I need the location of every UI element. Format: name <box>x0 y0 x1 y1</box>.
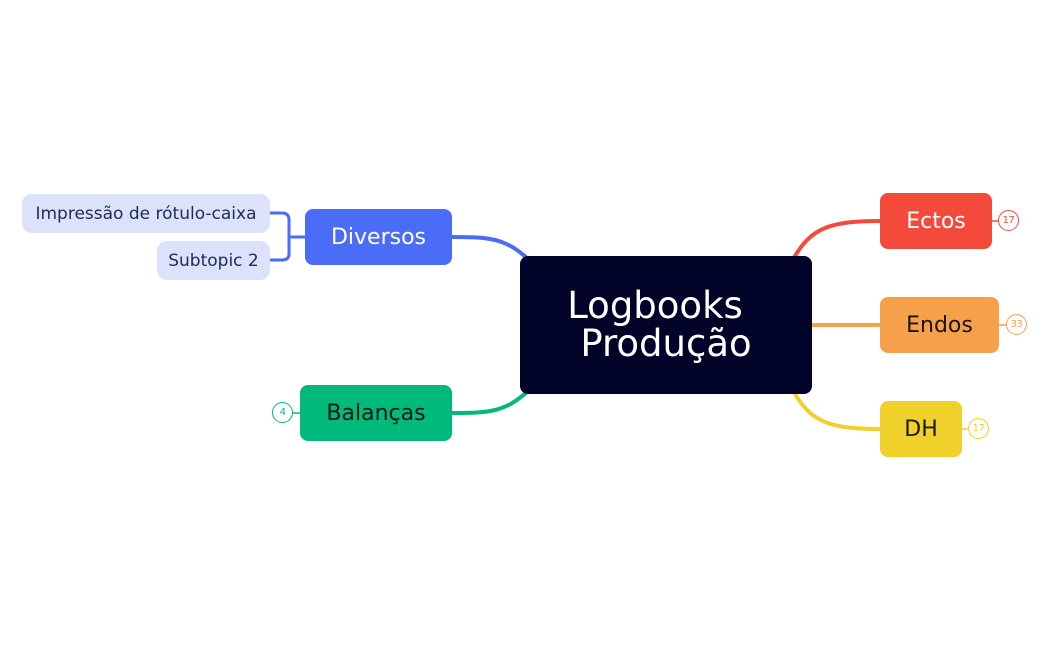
connector-dh <box>793 392 882 431</box>
collapsed-count-badge-endos[interactable]: 33 <box>1006 314 1027 335</box>
topic-balancas[interactable]: Balanças <box>300 385 452 441</box>
central-topic-line1: Logbooks <box>567 284 743 327</box>
collapsed-count-badge-balancas[interactable]: 4 <box>272 402 293 423</box>
topic-ectos[interactable]: Ectos <box>880 193 992 249</box>
connector-balancas <box>450 389 530 415</box>
collapsed-count-badge-ectos[interactable]: 17 <box>998 210 1019 231</box>
subtopic-2[interactable]: Subtopic 2 <box>157 241 270 280</box>
connector-ectos <box>793 219 882 258</box>
subtopic-impressao-rotulo-caixa[interactable]: Impressão de rótulo-caixa <box>22 194 270 233</box>
topic-dh[interactable]: DH <box>880 401 962 457</box>
connector-diversos <box>450 235 530 261</box>
collapsed-count-badge-dh[interactable]: 17 <box>968 418 989 439</box>
connector-sub2 <box>268 235 291 262</box>
central-topic[interactable]: Logbooks Produção <box>520 256 812 394</box>
topic-endos[interactable]: Endos <box>880 297 999 353</box>
topic-diversos[interactable]: Diversos <box>305 209 452 265</box>
central-topic-line2: Produção <box>580 322 752 365</box>
connector-sub1 <box>268 211 307 239</box>
